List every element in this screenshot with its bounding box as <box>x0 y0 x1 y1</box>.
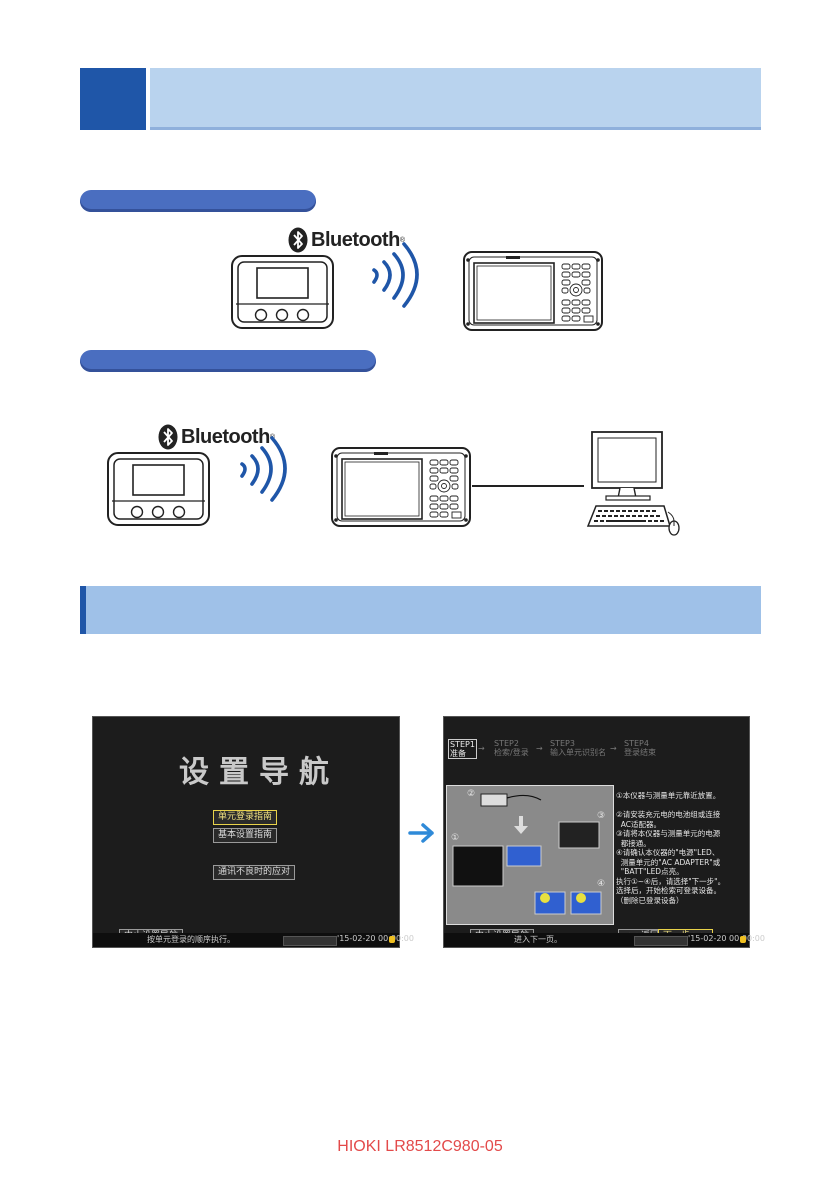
registered-mark: ® <box>399 236 405 244</box>
screen-step1-prepare: STEP1 准备 → STEP2 检索/登录 → STEP3 输入单元识别名 →… <box>443 716 765 948</box>
wireless-signal-icon <box>240 436 287 502</box>
status-message: 按单元登录的顺序执行。 <box>147 935 235 944</box>
memory-hilogger-device <box>331 447 471 527</box>
status-message: 进入下一页。 <box>514 935 562 944</box>
computer-icon <box>586 431 680 536</box>
measurement-unit-device <box>107 452 210 526</box>
section-pill-2 <box>80 350 376 372</box>
document-code-footer: HIOKI LR8512C980-05 <box>337 1138 503 1155</box>
step-3: STEP3 输入单元识别名 <box>550 739 606 757</box>
measurement-unit-device <box>231 255 334 329</box>
status-indicators <box>283 936 337 946</box>
instructions-text: ①本仪器与测量单元靠近放置。 ②请安装充元电的电池组或连接 AC适配器。 ③请将… <box>616 791 726 905</box>
chapter-title-band <box>150 68 761 130</box>
step-arrow: → <box>478 744 485 753</box>
bluetooth-icon <box>288 227 308 253</box>
bluetooth-wordmark: Bluetooth <box>311 228 400 251</box>
diagram-mark-3: ③ <box>597 811 606 821</box>
step-arrow: → <box>610 744 617 753</box>
status-bar: 进入下一页。 '15-02-20 00:00:00 <box>444 933 765 947</box>
usb-cable-line <box>472 485 584 487</box>
diagram-mark-1: ① <box>451 833 460 843</box>
arrow-right-icon <box>408 823 434 843</box>
datetime-display: '15-02-20 00:00:00 <box>688 934 765 943</box>
setup-diagram: ② ③ ① ④ <box>446 785 614 925</box>
bluetooth-logo: Bluetooth® <box>288 225 405 255</box>
unit-registration-guide-button[interactable]: 单元登录指南 <box>213 810 278 825</box>
memory-hilogger-device <box>463 251 603 331</box>
status-bar: 按单元登录的顺序执行。 '15-02-20 00:00:00 <box>93 933 414 947</box>
section-pill-1 <box>80 190 316 212</box>
section-header-band <box>80 586 761 634</box>
diagram-mark-4: ④ <box>597 879 606 889</box>
step-1: STEP1 准备 <box>448 739 477 759</box>
bluetooth-wordmark: Bluetooth <box>181 425 270 448</box>
communication-trouble-button[interactable]: 通讯不良时的应对 <box>213 865 296 880</box>
screen-title: 设置导航 <box>179 755 339 790</box>
chapter-number-block <box>80 68 146 130</box>
step-4: STEP4 登录结束 <box>624 739 656 757</box>
diagram-mark-2: ② <box>467 789 476 799</box>
bluetooth-icon <box>158 424 178 450</box>
setup-diagram-graphic <box>452 793 602 915</box>
power-icon <box>740 936 746 943</box>
basic-settings-guide-button[interactable]: 基本设置指南 <box>213 828 278 843</box>
screen-navigation-start: 设置导航 单元登录指南 基本设置指南 通讯不良时的应对 中止设置导航 按单元登录… <box>92 716 414 948</box>
datetime-display: '15-02-20 00:00:00 <box>337 934 414 943</box>
step-2: STEP2 检索/登录 <box>494 739 529 757</box>
status-indicators <box>634 936 688 946</box>
power-icon <box>389 936 395 943</box>
step-arrow: → <box>536 744 543 753</box>
wireless-signal-icon <box>372 242 419 308</box>
